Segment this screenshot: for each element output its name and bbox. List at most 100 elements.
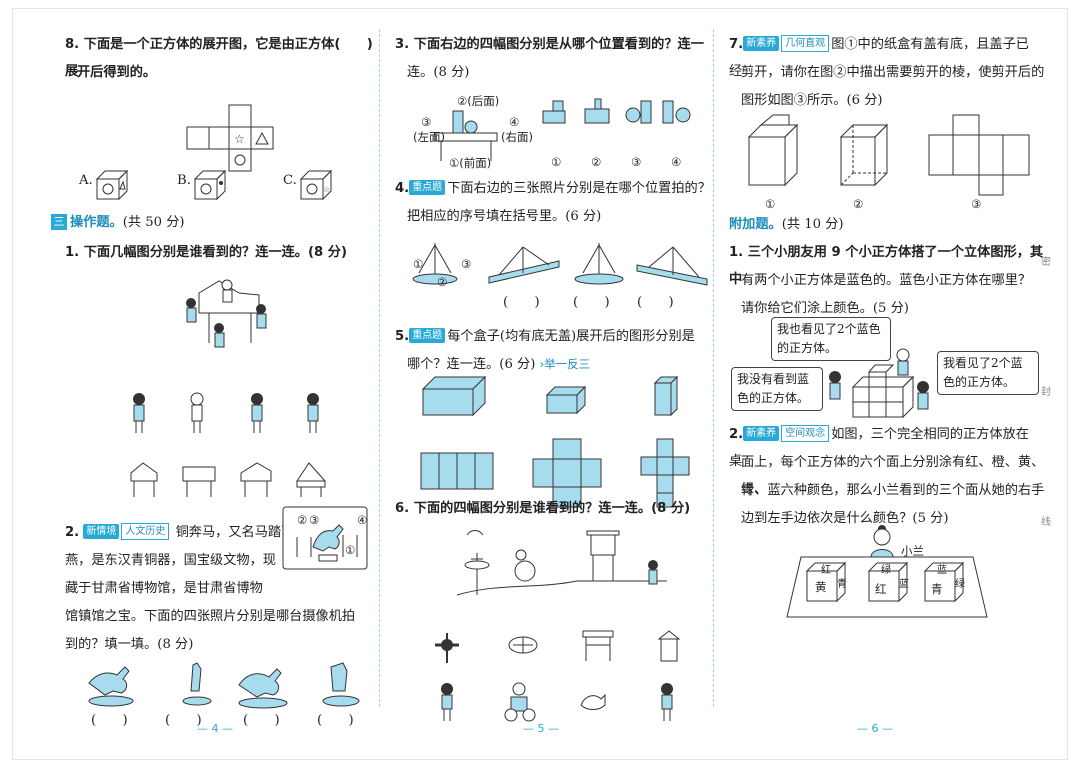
q7-figure-label-3: ③ (971, 197, 982, 211)
bonus-points: (共 10 分) (781, 217, 844, 232)
option-a-cube-icon (95, 169, 129, 201)
q7-line1: 7.新素养几何直观图①中的纸盒有盖有底，且盖子已经 (729, 31, 1041, 85)
q2-text-3: 藏于甘肃省博物馆，是甘肃省博物 (65, 581, 263, 596)
b2-text-3: 青、蓝六种颜色，那么小兰看到的三个面从她的右手 (741, 483, 1045, 498)
q3-label-back: ②(后面) (457, 94, 500, 108)
q6-prompt: 6. 下面的四幅图分别是谁看到的？连一连。(8 分) (395, 501, 691, 516)
q4-number: 4. (395, 181, 410, 196)
q4-position-1: ① (413, 257, 424, 271)
binding-mark-3: 线 (1041, 517, 1051, 528)
section-title: 操作题。 (70, 215, 123, 230)
q7-number: 7. (729, 37, 744, 52)
q8-option-b[interactable]: B. (177, 173, 191, 188)
q2-text-4: 馆镇馆之宝。下面的四张照片分别是哪台摄像机拍 (65, 609, 356, 624)
page-divider-2 (713, 29, 714, 707)
four-pianos-row (130, 462, 327, 497)
b1-line1: 1. 三个小朋友用 9 个小正方体搭了一个立体图形，其中 (729, 245, 1044, 287)
q8-line1: 8. 下面是一个正方体的展开图，它是由正方体( )展 (65, 37, 373, 79)
page-divider-1 (379, 29, 380, 707)
q3-four-views (542, 98, 691, 124)
section-number-badge: 三 (51, 214, 67, 230)
binding-mark-2: 封 (1041, 387, 1051, 398)
q3-view-num-1: ① (551, 155, 562, 169)
cube3-side-face: 绿 (955, 579, 965, 590)
q3-view-num-3: ③ (631, 155, 642, 169)
q4-text-1: 下面右边的三张照片分别是在哪个位置拍的？ (447, 181, 711, 196)
cube2-top-face: 绿 (881, 565, 891, 576)
svg-text:☆: ☆ (234, 132, 245, 146)
b1-line3: 请你给它们涂上颜色。(5 分) (741, 301, 909, 316)
camera-label-4: ④ (357, 513, 368, 527)
q4-line1: 4.重点题下面右边的三张照片分别是在哪个位置拍的？ (395, 175, 711, 202)
q7-text-1: 图①中的纸盒有盖有底，且盖子已经 (729, 37, 1029, 79)
speech-bubble-left: 我没有看到蓝色的正方体。 (731, 367, 823, 411)
binding-mark-1: 密 (1041, 257, 1051, 268)
q7-figure-label-2: ② (853, 197, 864, 211)
q2-tag-humanities: 人文历史 (121, 523, 170, 540)
section-points: (共 50 分) (122, 215, 185, 230)
cube1-top-face: 红 (821, 565, 831, 576)
cube1-front-face: 黄 (815, 580, 827, 594)
q5-related-link[interactable]: ›举一反三 (539, 357, 591, 371)
option-b-cube-icon (193, 169, 227, 201)
q2-answer-blank-4[interactable]: ( ) (317, 713, 354, 728)
q3-line1: 3. 下面右边的四幅图分别是从哪个位置看到的？连一 (395, 37, 704, 52)
q2-answer-blank-1[interactable]: ( ) (91, 713, 128, 728)
q2-answer-blank-2[interactable]: ( ) (165, 713, 202, 728)
q2-answer-blank-3[interactable]: ( ) (243, 713, 280, 728)
cube3-front-face: 青 (931, 582, 943, 596)
q2-text-5: 到的？填一填。(8 分) (65, 637, 194, 652)
q7-box-figures (747, 114, 1030, 196)
q2-line1: 2. 新情境人文历史 铜奔马，又名马踏飞 (65, 519, 295, 546)
b1-line2: 有两个小正方体是蓝色的。蓝色小正方体在哪里？ (741, 273, 1032, 288)
b2-three-cubes (805, 561, 965, 603)
camera-label-2: ② (297, 513, 308, 527)
b2-number: 2. (729, 427, 744, 442)
piano-scene-illustration (186, 279, 267, 348)
cube1-side-face: 青 (837, 579, 847, 590)
q6-four-observers (441, 682, 673, 722)
option-c-cube-icon: ☆ (299, 169, 333, 201)
q3-label-front: ①(前面) (449, 156, 492, 170)
q3-view-num-2: ② (591, 155, 602, 169)
workbook-spread: 8. 下面是一个正方体的展开图，它是由正方体( )展 开后得到的。 ☆ A. B… (12, 8, 1068, 760)
q4-tag-key: 重点题 (409, 180, 446, 195)
q4-answer-blank-3[interactable]: ( ) (637, 295, 674, 310)
table-bottles-scene (434, 110, 498, 161)
xiaolan-name: 小兰 (901, 544, 924, 558)
cube2-side-face: 蓝 (899, 579, 909, 590)
page-6: 7.新素养几何直观图①中的纸盒有盖有底，且盖子已经 剪开，请你在图②中描出需要剪… (729, 31, 1049, 735)
q7-figure-label-1: ① (765, 197, 776, 211)
camera-label-1: ① (345, 543, 356, 557)
q2-text-1: 铜奔马，又名马踏飞 (175, 525, 295, 540)
q5-text-1: 每个盒子(均有底无盖)展开后的图形分别是 (447, 329, 695, 344)
page-number-6: — 6 — (857, 722, 893, 735)
q2-text-2: 燕，是东汉青铜器，国宝级文物，现 (65, 553, 276, 568)
b2-text-4: 边到左手边依次是什么颜色？(5 分) (741, 511, 949, 526)
cube3-top-face: 蓝 (937, 565, 947, 576)
q4-answer-blank-2[interactable]: ( ) (573, 295, 610, 310)
q7-text-2: 剪开，请你在图②中描出需要剪开的棱，使剪开后的 (741, 65, 1045, 80)
b2-line1: 2.新素养空间观念如图，三个完全相同的正方体放在桌 (729, 421, 1041, 475)
bronze-horse-cameras-figure (282, 506, 368, 570)
q7-tag-new-literacy: 新素养 (743, 36, 780, 51)
speech-bubble-top: 我也看见了2个蓝色的正方体。 (771, 317, 891, 361)
four-children-row (133, 392, 319, 433)
q5-tag-key: 重点题 (409, 328, 446, 343)
q4-answer-blank-1[interactable]: ( ) (503, 295, 540, 310)
svg-text:☆: ☆ (323, 185, 330, 194)
q8-option-c[interactable]: C. (283, 173, 297, 188)
q4-bridge-photos (412, 243, 708, 286)
q2-tag-new-context: 新情境 (83, 524, 120, 539)
q4-position-3: ③ (461, 257, 472, 271)
camera-label-3: ③ (309, 513, 320, 527)
q5-related-link-label: 举一反三 (544, 357, 591, 371)
q5-number: 5. (395, 329, 410, 344)
q3-label-right-num: ④ (509, 115, 520, 129)
page-number-5: — 5 — (523, 722, 559, 735)
bonus-title: 附加题。 (729, 217, 782, 232)
q4-text-2: 把相应的序号填在括号里。(6 分) (407, 209, 602, 224)
q5-line2: 哪个？连一连。(6 分) ›举一反三 (407, 351, 590, 378)
q7-text-3: 图形如图③所示。(6 分) (741, 93, 883, 108)
q8-option-a[interactable]: A. (79, 173, 93, 188)
